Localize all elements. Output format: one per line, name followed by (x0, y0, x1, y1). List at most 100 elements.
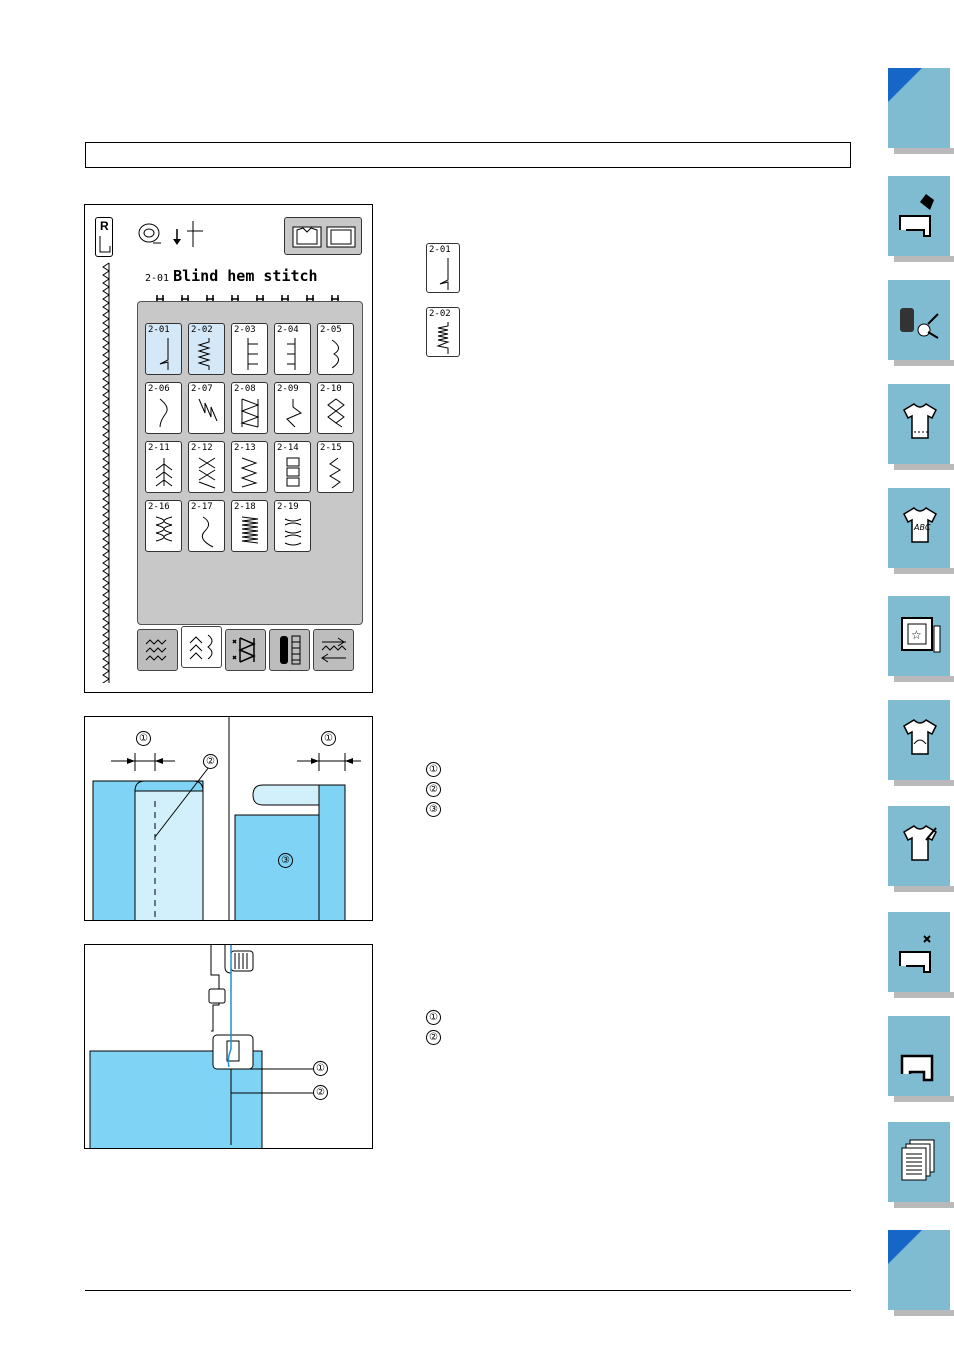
stitch-pattern-icon (286, 399, 302, 428)
stitch-button-2-15[interactable]: 2-15 (317, 441, 354, 493)
chapter-tab-1[interactable] (888, 68, 954, 154)
machine-maintenance-icon (899, 935, 931, 973)
stitch-button-2-05[interactable]: 2-05 (317, 323, 354, 375)
stitch-code-label: 2-07 (191, 384, 213, 394)
presser-foot-letter: R (100, 219, 109, 233)
marker-1: ① (136, 731, 151, 746)
chapter-tab-7[interactable] (888, 700, 954, 786)
stitch-button-2-10[interactable]: 2-10 (317, 382, 354, 434)
presser-foot-figure: ① ② (84, 944, 373, 1149)
chapter-tab-2[interactable] (888, 176, 954, 262)
stitch-button-2-02[interactable]: 2-02 (188, 323, 225, 375)
chapter-tab-4[interactable] (888, 384, 954, 470)
chapter-tab-11[interactable] (888, 1122, 954, 1208)
blank-corner-icon (888, 1230, 922, 1264)
tab-shadow (894, 676, 954, 682)
stitch-button-2-19[interactable]: 2-19 (274, 500, 311, 552)
presser-foot-icon: R (95, 217, 113, 257)
legend-stitch-code: 2-02 (429, 309, 451, 319)
stitch-button-2-09[interactable]: 2-09 (274, 382, 311, 434)
stitch-pattern-icon (331, 339, 339, 369)
stitch-code-label: 2-12 (191, 443, 213, 453)
stitch-button-2-08[interactable]: 2-08 (231, 382, 268, 434)
stitch-button-2-17[interactable]: 2-17 (188, 500, 225, 552)
selected-stitch-code: 2-01 (145, 273, 170, 284)
stitch-code-label: 2-05 (320, 325, 342, 335)
stitch-button-2-03[interactable]: 2-03 (231, 323, 268, 375)
stitch-pattern-icon (159, 338, 169, 370)
stitch-button-2-07[interactable]: 2-07 (188, 382, 225, 434)
stitch-button-2-13[interactable]: 2-13 (231, 441, 268, 493)
chapter-tab-8[interactable] (888, 806, 954, 892)
presser-foot-illustration (89, 945, 313, 1148)
tab-shadow (894, 360, 954, 366)
tab-shadow (894, 256, 954, 262)
stitch-code-label: 2-03 (234, 325, 256, 335)
stitch-button-2-18[interactable]: 2-18 (231, 500, 268, 552)
tab-shadow (894, 148, 954, 154)
clothes-mode-button[interactable] (284, 217, 362, 255)
stitch-button-2-12[interactable]: 2-12 (188, 441, 225, 493)
category-tab-satin[interactable] (225, 629, 266, 671)
tab-face (888, 280, 950, 360)
marker-1-right: ① (321, 731, 336, 746)
stitch-button-2-06[interactable]: 2-06 (145, 382, 182, 434)
stitch-code-label: 2-18 (234, 502, 256, 512)
shirt-stitch-icon (903, 403, 937, 439)
stitch-pattern-icon (201, 516, 214, 548)
chapter-tab-3[interactable] (888, 280, 954, 366)
needle-width-icons (156, 295, 339, 305)
chapter-tab-12[interactable] (888, 1230, 954, 1316)
stitch-pattern-icon (241, 516, 259, 544)
stitch-button-2-14[interactable]: 2-14 (274, 441, 311, 493)
shirt-edit-icon (903, 825, 937, 861)
stitch-pattern-icon (155, 516, 173, 542)
stitch-code-label: 2-06 (148, 384, 170, 394)
tab-shadow (894, 780, 954, 786)
stitch-code-label: 2-11 (148, 443, 170, 453)
stitch-pattern-icon (327, 398, 345, 428)
stitch-button-2-01[interactable]: 2-01 (145, 323, 182, 375)
stitch-selection-grid: 2-01 2-02 2-03 2-04 2-05 2-06 2-07 2-08 2-09 2-10… (137, 301, 363, 625)
threads-and-scissors-icon (900, 308, 939, 339)
stitch-code-label: 2-08 (234, 384, 256, 394)
category-tab-buttonhole[interactable] (269, 629, 310, 671)
stitch-pattern-icon (197, 338, 211, 370)
documents-icon (901, 1139, 935, 1181)
tab-shadow (894, 1310, 954, 1316)
stitch-code-label: 2-01 (148, 325, 170, 335)
stitch-pattern-icon (286, 457, 300, 487)
stitch-code-label: 2-02 (191, 325, 213, 335)
chapter-tab-10[interactable] (888, 1016, 954, 1102)
shirt-abc-icon: ABC (903, 507, 937, 543)
stitch-button-2-11[interactable]: 2-11 (145, 441, 182, 493)
stitch-pattern-icon (155, 458, 173, 487)
stitch-code-label: 2-09 (277, 384, 299, 394)
machine-with-hand-icon (899, 194, 934, 237)
chapter-tab-9[interactable] (888, 912, 954, 998)
category-tab-tapering[interactable] (313, 629, 354, 671)
category-tab-utility[interactable] (137, 629, 178, 671)
stitch-button-2-16[interactable]: 2-16 (145, 500, 182, 552)
stitch-code-label: 2-13 (234, 443, 256, 453)
stitch-pattern-icon (284, 518, 302, 546)
tab-shadow (894, 1096, 954, 1102)
chapter-tab-6[interactable]: ☆ (888, 596, 954, 682)
fold-diagram-figure: ① ② ① ③ (84, 716, 373, 921)
chapter-tab-5[interactable]: ABC (888, 488, 954, 574)
category-tab-decorative[interactable] (181, 626, 222, 668)
marker-1: ① (313, 1061, 328, 1076)
machine-icon (900, 1054, 934, 1082)
shirt-design-icon (903, 719, 937, 755)
needle-position-icon (173, 221, 203, 247)
fig3-legend-2: ② (426, 1030, 441, 1045)
stitch-code-label: 2-10 (320, 384, 342, 394)
stitch-code-label: 2-16 (148, 502, 170, 512)
stitch-code-label: 2-17 (191, 502, 213, 512)
bobbin-icon (138, 223, 161, 244)
fig2-legend-1: ① (426, 762, 441, 777)
svg-text:ABC: ABC (913, 523, 931, 532)
tab-shadow (894, 992, 954, 998)
stitch-button-2-04[interactable]: 2-04 (274, 323, 311, 375)
